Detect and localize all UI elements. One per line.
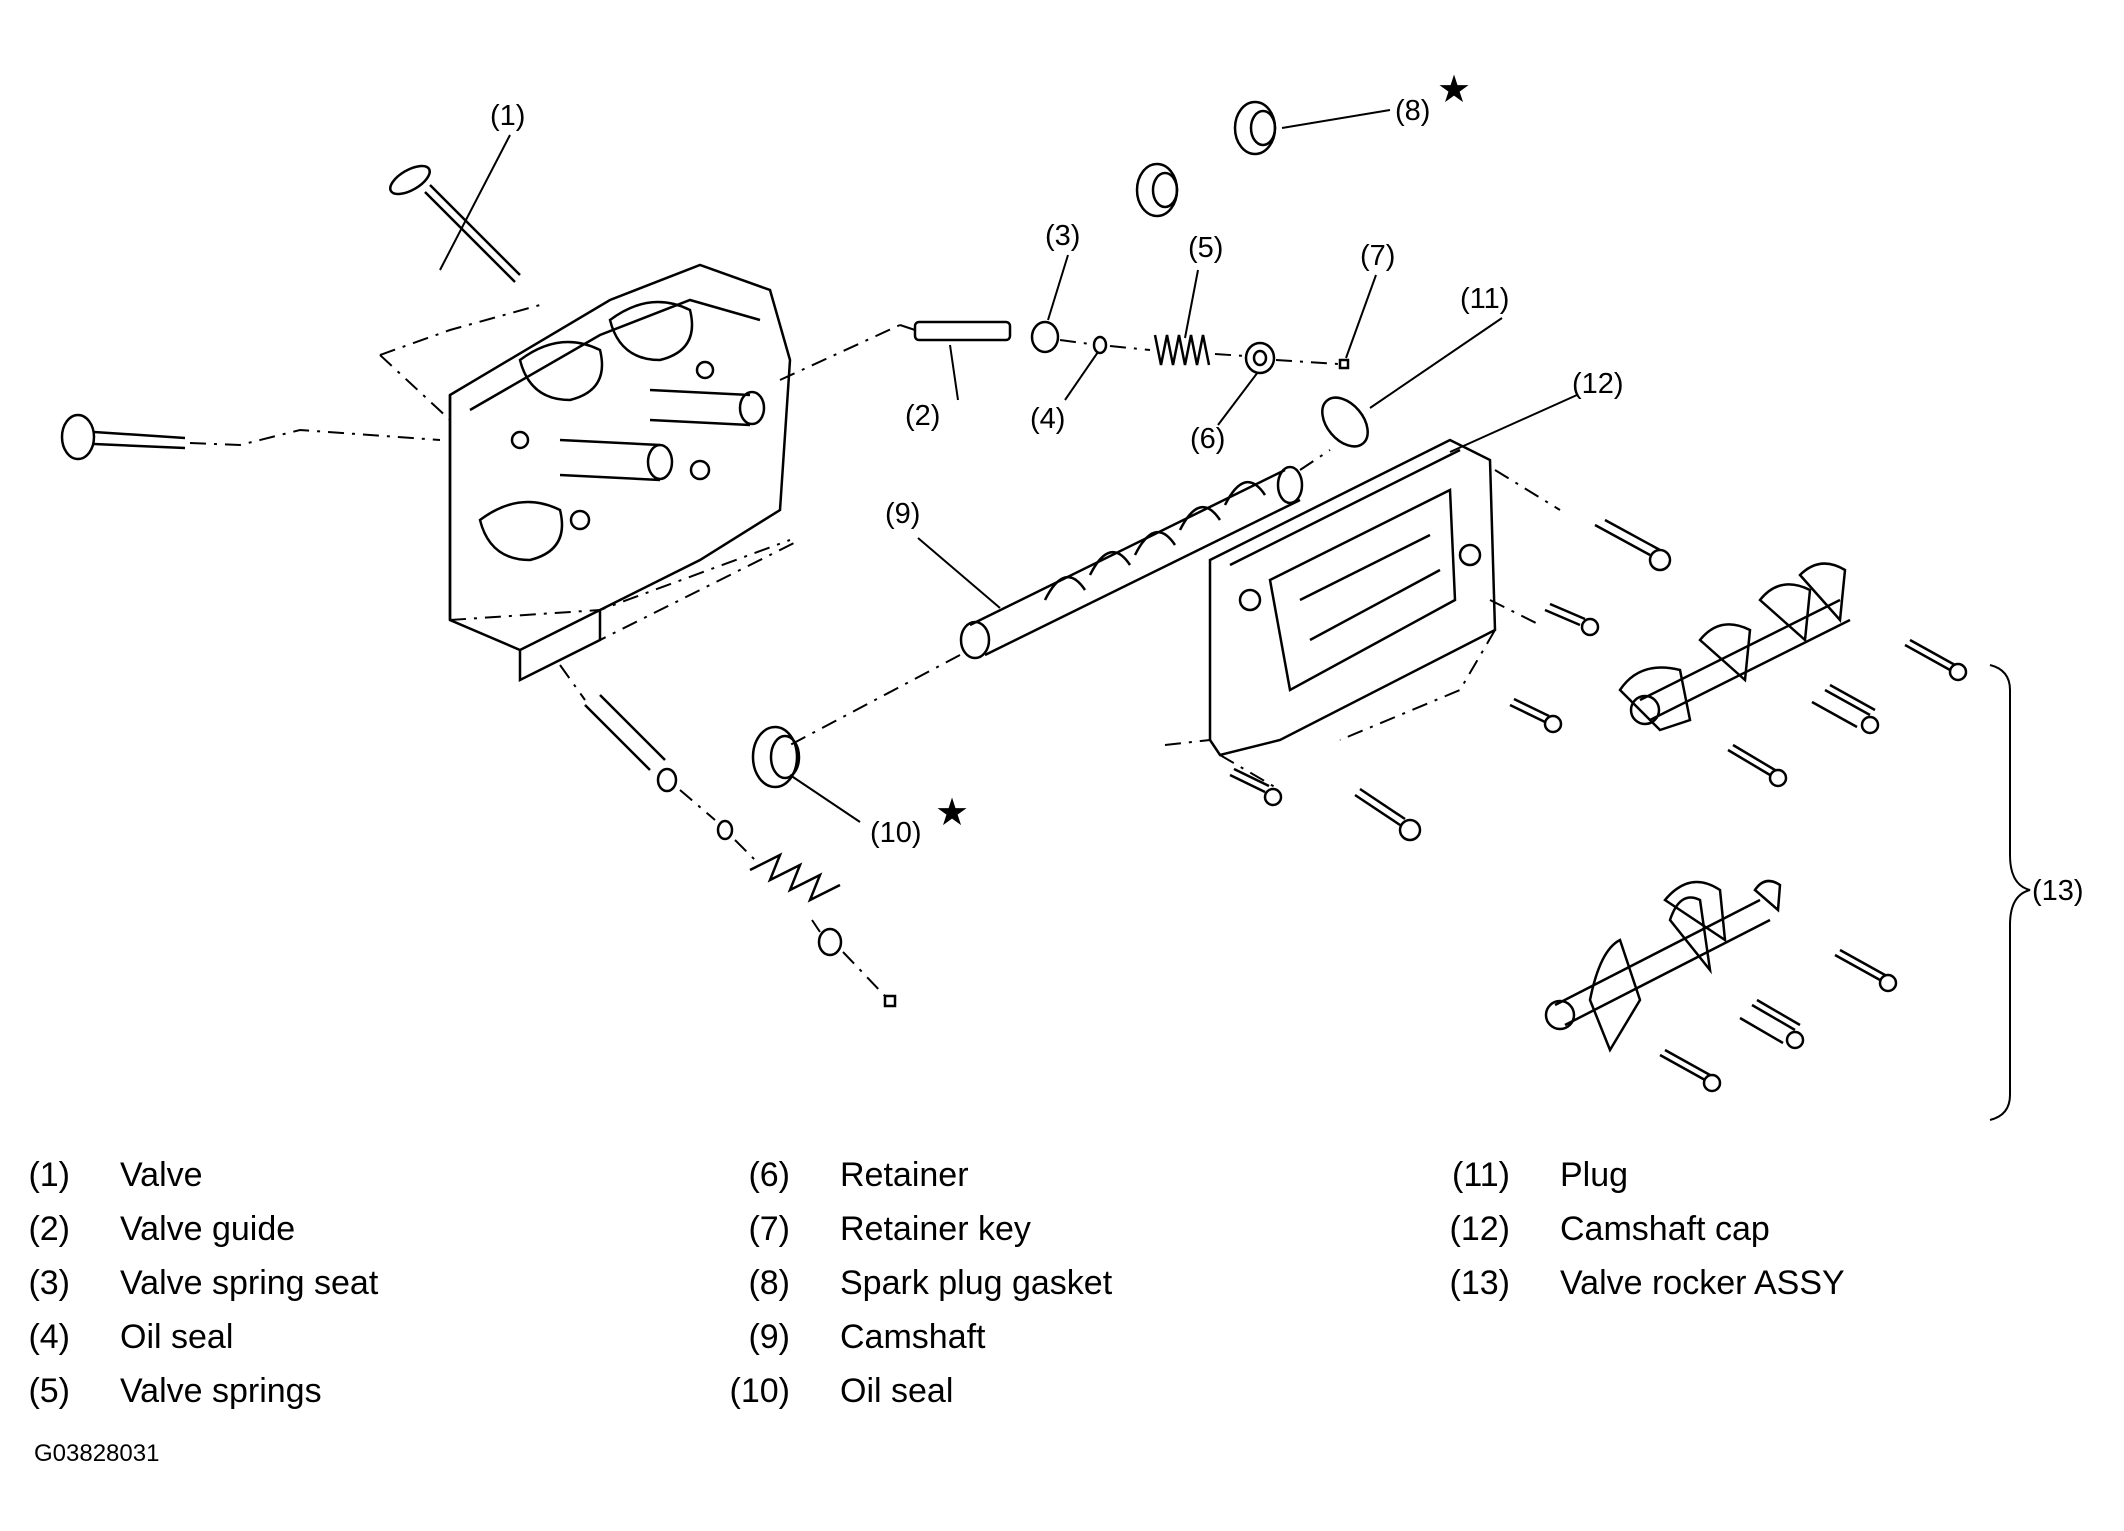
callout-9: (9) (885, 498, 920, 530)
valve-rocker-assy-lower (1544, 879, 1782, 1053)
spring-seat-upper (1030, 320, 1060, 354)
group-brace (1989, 664, 2031, 1121)
valve-train-lower (559, 664, 897, 1008)
bolts (1229, 518, 1968, 1093)
valve-rocker-assy-upper (1618, 562, 1851, 732)
callout-12: (12) (1572, 368, 1624, 400)
legend-item: (10)Oil seal (729, 1372, 954, 1410)
callout-13: (13) (2032, 875, 2084, 907)
callout-11: (11) (1460, 283, 1509, 315)
exploded-diagram: (1) (2) (3) (4) (5) (6) (7) (8) (9) (10)… (60, 69, 2084, 1121)
plug (1321, 396, 1369, 448)
callouts: (1) (2) (3) (4) (5) (6) (7) (8) (9) (10)… (490, 69, 2084, 907)
callout-6: (6) (1190, 423, 1225, 455)
retainer-upper (1244, 341, 1276, 375)
retainer-key-upper (1338, 358, 1350, 370)
callout-3: (3) (1045, 220, 1080, 252)
legend-item: (2)Valve guide (28, 1210, 296, 1248)
legend-item: (6)Retainer (748, 1156, 969, 1194)
callout-4: (4) (1030, 403, 1065, 435)
legend-item: (4)Oil seal (28, 1318, 234, 1356)
callout-8: (8) (1395, 95, 1430, 127)
legend-column-1: (1)Valve (2)Valve guide (3)Valve spring … (0, 1148, 378, 1418)
legend-item: (13)Valve rocker ASSY (1449, 1264, 1845, 1302)
figure-code: G03828031 (34, 1440, 160, 1467)
star-mark-8: ★ (1437, 69, 1471, 111)
camshaft (789, 449, 1331, 746)
camshaft-cap (1164, 438, 1561, 791)
valve-upper (389, 164, 521, 283)
legend-column-2: (6)Retainer (7)Retainer key (8)Spark plu… (690, 1148, 1113, 1418)
valve-spring-upper (1153, 334, 1211, 366)
camshaft-oil-seal (751, 725, 801, 789)
legend-item: (5)Valve springs (28, 1372, 322, 1410)
callout-2: (2) (905, 400, 940, 432)
legend-item: (9)Camshaft (748, 1318, 986, 1356)
legend-item: (7)Retainer key (748, 1210, 1031, 1248)
legend-item: (11)Plug (1452, 1156, 1629, 1194)
legend-column-3: (11)Plug (12)Camshaft cap (13)Valve rock… (1410, 1148, 1845, 1310)
callout-1: (1) (490, 100, 525, 132)
legend-item: (1)Valve (28, 1156, 203, 1194)
legend-item: (12)Camshaft cap (1449, 1210, 1770, 1248)
callout-10: (10) (870, 817, 922, 849)
valve-guide-upper (899, 320, 1012, 342)
legend-item: (3)Valve spring seat (28, 1264, 379, 1302)
star-mark-10: ★ (935, 792, 969, 834)
spark-plug-gasket (1135, 100, 1277, 218)
valve-left (60, 413, 441, 461)
callout-5: (5) (1188, 232, 1223, 264)
callout-7: (7) (1360, 240, 1395, 272)
cylinder-head-block (379, 263, 901, 683)
leader-lines (439, 109, 1578, 823)
legend-item: (8)Spark plug gasket (748, 1264, 1113, 1302)
oil-seal-upper (1092, 335, 1108, 355)
